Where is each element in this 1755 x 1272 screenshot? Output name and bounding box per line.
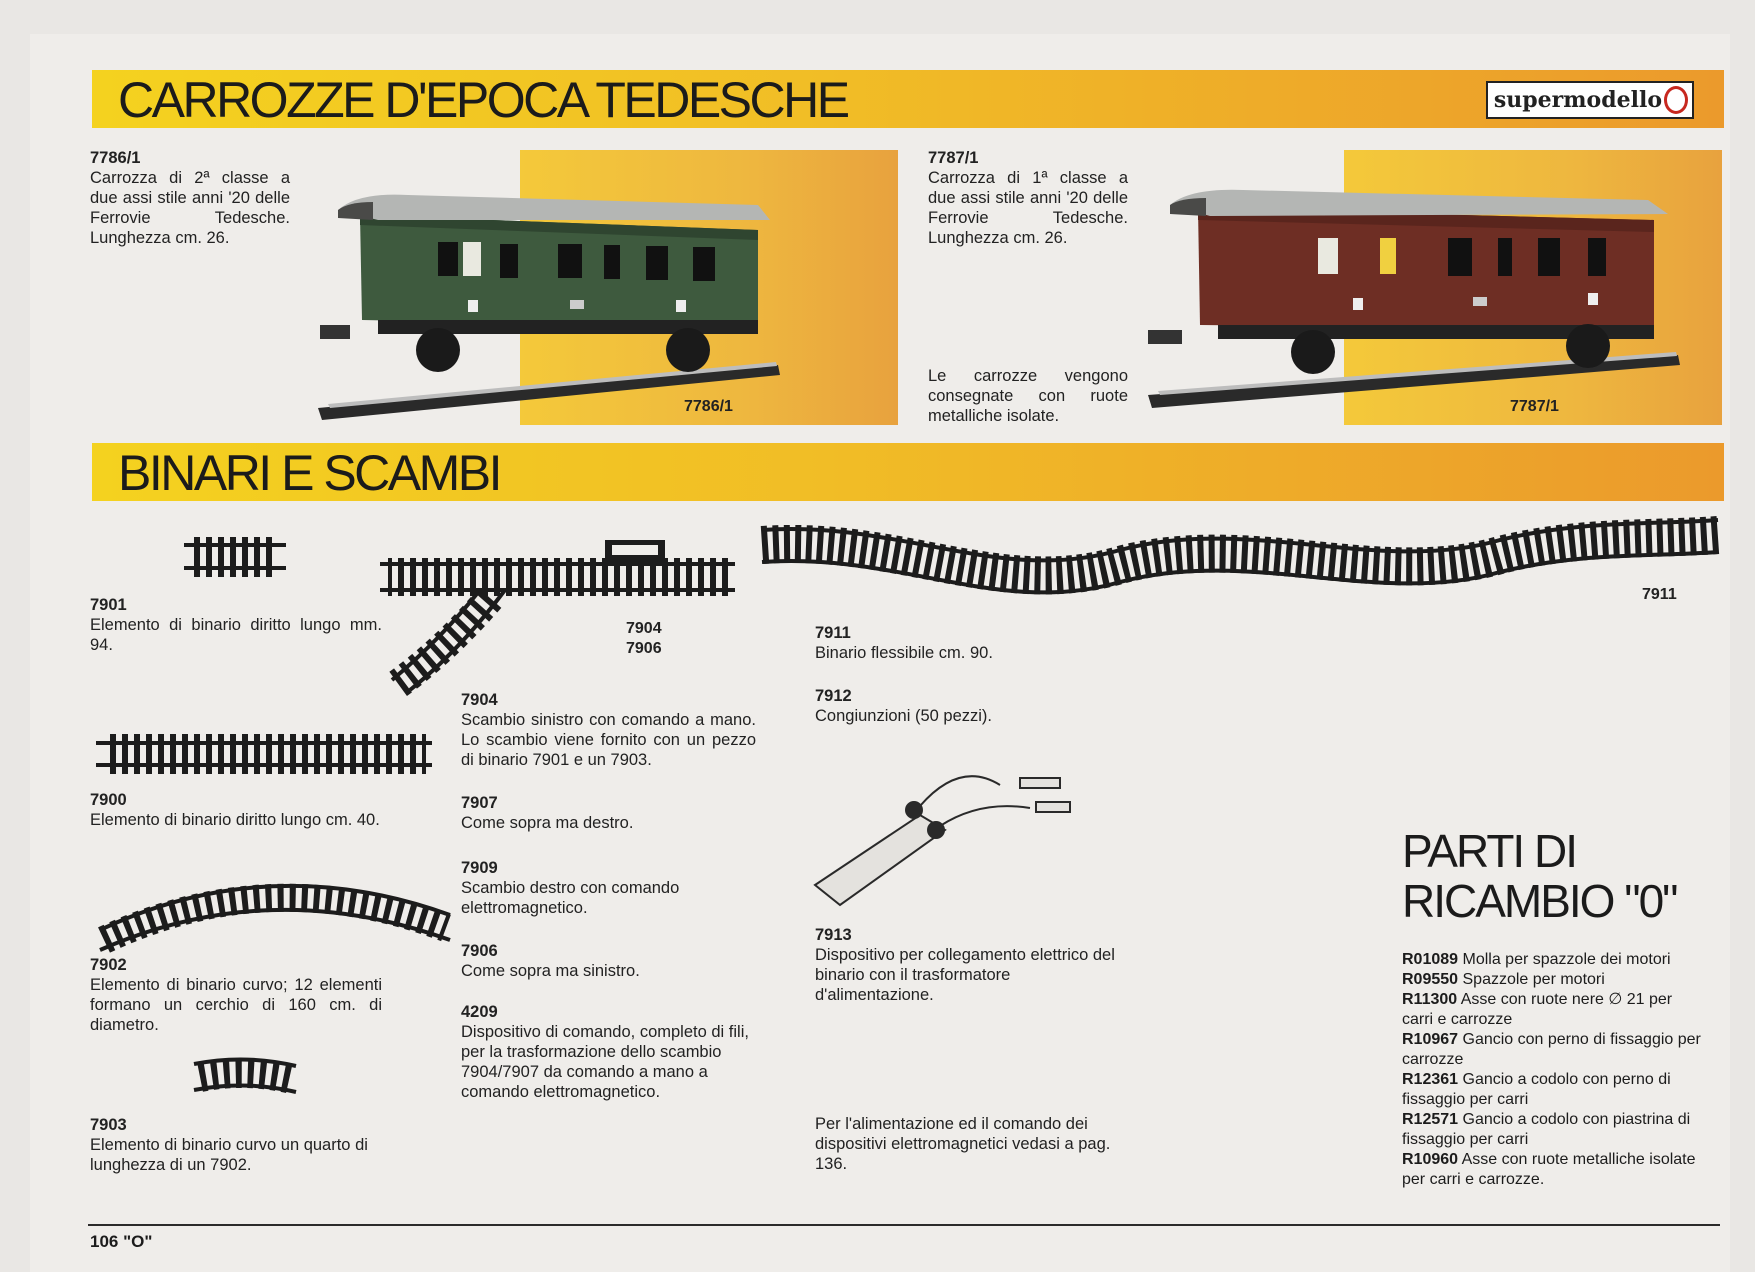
- car2-photo-label: 7787/1: [1510, 398, 1559, 415]
- section-title-binari: BINARI E SCAMBI: [118, 445, 503, 501]
- part-desc: Asse con ruote metalliche isolate per ca…: [1402, 1151, 1696, 1188]
- part-item: R01089 Molla per spazzole dei motori: [1402, 950, 1702, 970]
- part-desc: Gancio a codolo con perno di fissaggio p…: [1402, 1071, 1671, 1108]
- part-code: R12361: [1402, 1071, 1459, 1088]
- item-7906: 7906 Come sopra ma sinistro.: [461, 941, 756, 981]
- part-desc: Spazzole per motori: [1462, 971, 1605, 988]
- section-title: CARROZZE D'EPOCA TEDESCHE: [118, 72, 850, 128]
- parti-title: PARTI DI RICAMBIO "0": [1402, 825, 1678, 927]
- item-7903-desc: Elemento di binario curvo un quarto di l…: [90, 1136, 368, 1174]
- section-header-binari: BINARI E SCAMBI: [92, 443, 1724, 501]
- item-7902-desc: Elemento di binario curvo; 12 elementi f…: [90, 976, 382, 1034]
- part-desc: Gancio a codolo con piastrina di fissagg…: [1402, 1111, 1691, 1148]
- item-7902-code: 7902: [90, 956, 127, 974]
- part-item: R10967 Gancio con perno di fissaggio per…: [1402, 1030, 1702, 1070]
- item-7911: 7911 Binario flessibile cm. 90.: [815, 623, 1115, 663]
- item-7903: 7903 Elemento di binario curvo un quarto…: [90, 1115, 390, 1175]
- car2-code: 7787/1: [928, 149, 979, 167]
- item-7913-code: 7913: [815, 926, 852, 944]
- power-note: Per l'alimentazione ed il comando dei di…: [815, 1115, 1111, 1173]
- part-item: R10960 Asse con ruote metalliche isolate…: [1402, 1150, 1702, 1190]
- car2-illustration: [1148, 189, 1680, 408]
- flex-track-label: 7911: [1642, 586, 1677, 603]
- parti-title-line1: PARTI DI: [1402, 825, 1578, 877]
- item-7911-desc: Binario flessibile cm. 90.: [815, 644, 993, 662]
- car1-photo: 7786/1: [318, 150, 898, 425]
- item-7900-code: 7900: [90, 791, 127, 809]
- item-7901-code: 7901: [90, 596, 127, 614]
- switch-label-7906: 7906: [626, 640, 662, 657]
- item-7900: 7900 Elemento di binario diritto lungo c…: [90, 790, 390, 830]
- item-7904-code: 7904: [461, 691, 498, 709]
- part-item: R09550 Spazzole per motori: [1402, 970, 1702, 990]
- part-code: R09550: [1402, 971, 1459, 988]
- footer-rule: [88, 1224, 1720, 1226]
- item-7903-code: 7903: [90, 1116, 127, 1134]
- item-4209-code: 4209: [461, 1003, 498, 1021]
- item-4209-desc: Dispositivo di comando, completo di fili…: [461, 1023, 749, 1101]
- item-7906-code: 7906: [461, 942, 498, 960]
- car1-code: 7786/1: [90, 149, 141, 167]
- part-code: R10967: [1402, 1031, 1459, 1048]
- car1-photo-label: 7786/1: [684, 398, 733, 415]
- item-7907-desc: Come sopra ma destro.: [461, 814, 634, 832]
- part-desc: Gancio con perno di fissaggio per carroz…: [1402, 1031, 1701, 1068]
- parti-title-line2: RICAMBIO "0": [1402, 875, 1678, 927]
- car2-text: 7787/1 Carrozza di 1ª classe a due assi …: [928, 148, 1128, 248]
- part-code: R11300: [1402, 991, 1458, 1008]
- item-7912: 7912 Congiunzioni (50 pezzi).: [815, 686, 1115, 726]
- part-code: R10960: [1402, 1151, 1459, 1168]
- parts-list: R01089 Molla per spazzole dei motori R09…: [1402, 950, 1702, 1190]
- switch-label-7904: 7904: [626, 620, 662, 637]
- car1-desc: Carrozza di 2ª classe a due assi stile a…: [90, 169, 290, 247]
- part-desc: Asse con ruote nere ∅ 21 per carri e car…: [1402, 991, 1673, 1028]
- part-code: R01089: [1402, 951, 1459, 968]
- item-7904: 7904 Scambio sinistro con comando a mano…: [461, 690, 756, 770]
- item-7901: 7901 Elemento di binario diritto lungo m…: [90, 595, 382, 655]
- item-7909-code: 7909: [461, 859, 498, 877]
- section-header-carrozze: CARROZZE D'EPOCA TEDESCHE supermodello: [92, 70, 1724, 128]
- brand-logo-mark: [1664, 86, 1688, 114]
- car2-note: Le carrozze vengono consegnate con ruote…: [928, 367, 1128, 425]
- item-7912-desc: Congiunzioni (50 pezzi).: [815, 707, 993, 725]
- car1-text: 7786/1 Carrozza di 2ª classe a due assi …: [90, 148, 290, 248]
- item-7911-code: 7911: [815, 624, 851, 642]
- item-7900-desc: Elemento di binario diritto lungo cm. 40…: [90, 811, 380, 829]
- page-number: 106 "O": [90, 1232, 153, 1251]
- item-7906-desc: Come sopra ma sinistro.: [461, 962, 640, 980]
- item-7913: 7913 Dispositivo per collegamento elettr…: [815, 925, 1115, 1005]
- part-desc: Molla per spazzole dei motori: [1462, 951, 1671, 968]
- item-7901-desc: Elemento di binario diritto lungo mm. 94…: [90, 616, 382, 654]
- car1-illustration: [318, 194, 780, 420]
- brand-logo-text: supermodello: [1493, 87, 1662, 113]
- car2-desc: Carrozza di 1ª classe a due assi stile a…: [928, 169, 1128, 247]
- part-item: R12571 Gancio a codolo con piastrina di …: [1402, 1110, 1702, 1150]
- part-item: R12361 Gancio a codolo con perno di fiss…: [1402, 1070, 1702, 1110]
- item-7909: 7909 Scambio destro con comando elettrom…: [461, 858, 761, 918]
- item-7904-desc: Scambio sinistro con comando a mano. Lo …: [461, 711, 756, 769]
- brand-logo: supermodello: [1485, 81, 1694, 119]
- item-7902: 7902 Elemento di binario curvo; 12 eleme…: [90, 955, 382, 1035]
- item-7912-code: 7912: [815, 687, 852, 705]
- item-7907-code: 7907: [461, 794, 498, 812]
- item-4209: 4209 Dispositivo di comando, completo di…: [461, 1002, 761, 1102]
- item-7909-desc: Scambio destro con comando elettromagnet…: [461, 879, 680, 917]
- item-7907: 7907 Come sopra ma destro.: [461, 793, 756, 833]
- car2-photo: 7787/1: [1148, 150, 1722, 425]
- part-code: R12571: [1402, 1111, 1459, 1128]
- part-item: R11300 Asse con ruote nere ∅ 21 per carr…: [1402, 990, 1702, 1030]
- item-7913-desc: Dispositivo per collegamento elettrico d…: [815, 946, 1115, 1004]
